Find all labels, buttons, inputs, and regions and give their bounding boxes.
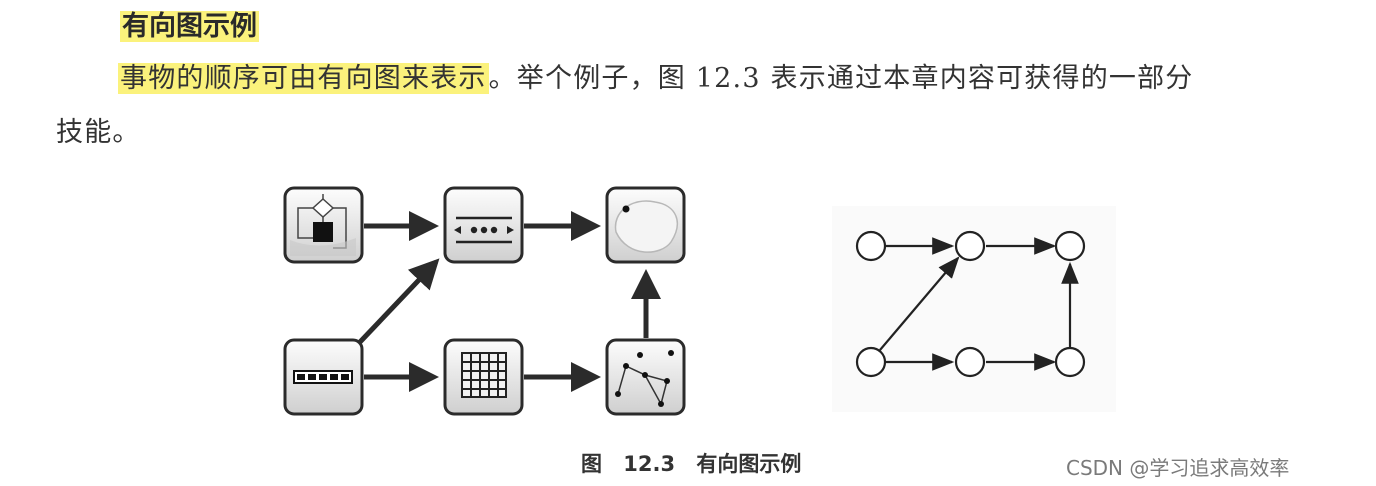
highlighted-text: 事物的顺序可由有向图来表示 [118, 63, 489, 94]
heading-text: 有向图示例 [120, 11, 259, 42]
figure-caption: 图 12.3 有向图示例 [581, 452, 802, 476]
node-n1 [855, 230, 887, 262]
sorting-icon [443, 186, 524, 264]
node-n6 [1054, 346, 1086, 378]
region-shape-icon [605, 186, 686, 264]
abstract-graph [832, 206, 1116, 412]
paragraph-line-2: 技能。 [56, 117, 141, 148]
csdn-watermark: CSDN @学习追求高效率 [1066, 456, 1290, 480]
paragraph-text-1: 。举个例子，图 12.3 表示通过本章内容可获得的一部分 [488, 63, 1194, 94]
grid-icon [443, 338, 524, 416]
edge-n4-n2 [879, 256, 960, 351]
edge-array-sorting [358, 258, 440, 344]
node-n5 [954, 346, 986, 378]
node-n4 [855, 346, 887, 378]
flowchart-icon [283, 186, 364, 264]
paragraph-line-1: 事物的顺序可由有向图来表示。举个例子，图 12.3 表示通过本章内容可获得的一部… [118, 56, 1194, 95]
array-icon [283, 338, 364, 416]
section-heading: 有向图示例 [120, 4, 259, 43]
left-edges [358, 211, 661, 392]
graph-points-icon [605, 338, 686, 416]
node-n3 [1054, 230, 1086, 262]
node-n2 [954, 230, 986, 262]
